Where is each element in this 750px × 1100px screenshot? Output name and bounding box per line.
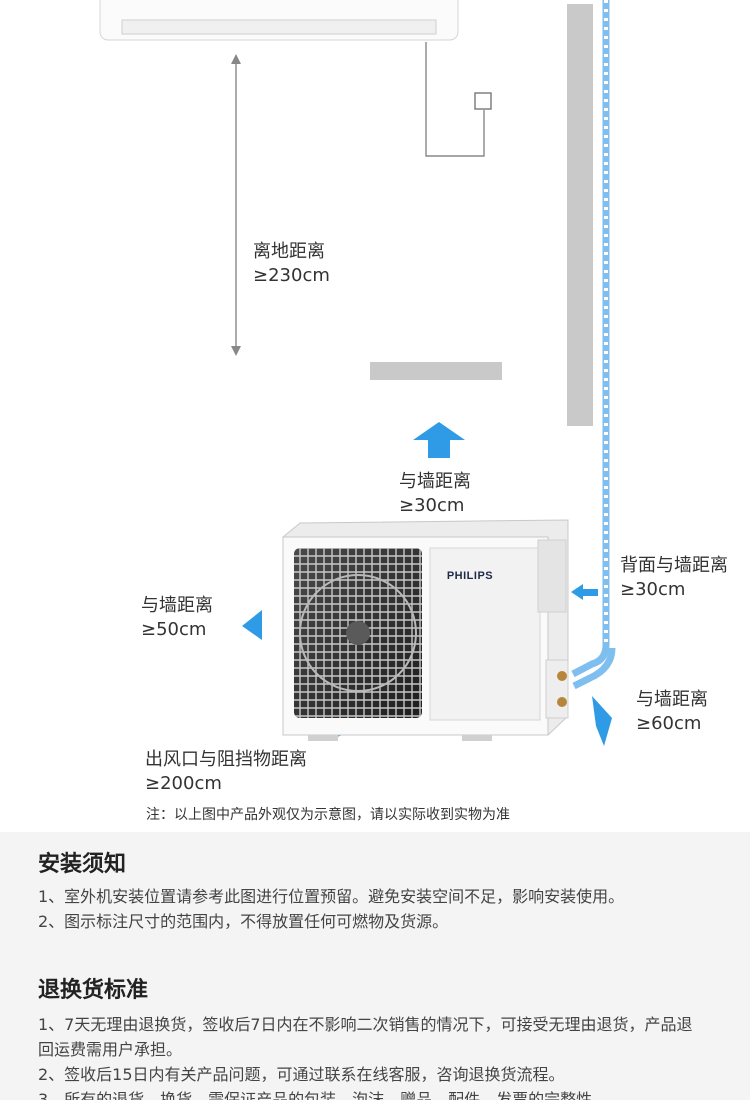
right-wall-label: 与墙距离 ≥60cm	[636, 688, 708, 736]
info-section: 安装须知 1、室外机安装位置请参考此图进行位置预留。避免安装空间不足，影响安装使…	[0, 832, 750, 1100]
outlet-distance-label: 出风口与阻挡物距离 ≥200cm	[145, 748, 307, 796]
returns-title: 退换货标准	[38, 978, 149, 1003]
list-item: 3、所有的退货、换货，需保证产品的包装、泡沫、赠品、配件、发票的完整性。	[38, 1090, 609, 1100]
install-list: 1、室外机安装位置请参考此图进行位置预留。避免安装空间不足，影响安装使用。 2、…	[38, 884, 698, 934]
ground-distance-label: 离地距离 ≥230cm	[253, 240, 330, 288]
ground-distance-title: 离地距离	[253, 241, 325, 262]
left-wall-label: 与墙距离 ≥50cm	[141, 594, 213, 642]
right-wall-title: 与墙距离	[636, 689, 708, 710]
wiring	[425, 42, 492, 157]
right-wall-value: ≥60cm	[636, 713, 702, 734]
outlet-distance-title: 出风口与阻挡物距离	[145, 749, 307, 770]
back-wall-label: 背面与墙距离 ≥30cm	[620, 554, 728, 602]
service-panel	[537, 539, 567, 613]
list-item: 1、室外机安装位置请参考此图进行位置预留。避免安装空间不足，影响安装使用。	[38, 887, 625, 906]
installation-diagram: PHILIPS 离地距离 ≥230cm 与墙距离 ≥30cm 背面与墙距离 ≥3…	[99, 0, 728, 823]
outlet-distance-value: ≥200cm	[145, 773, 222, 794]
left-wall-value: ≥50cm	[141, 619, 207, 640]
top-wall-value: ≥30cm	[399, 495, 465, 516]
top-obstacle-bar	[370, 362, 502, 380]
list-item: 2、图示标注尺寸的范围内，不得放置任何可燃物及货源。	[38, 912, 449, 931]
install-title: 安装须知	[38, 852, 127, 877]
valve-icon	[545, 659, 569, 719]
arrow-back-icon	[571, 584, 598, 600]
wall	[567, 4, 593, 426]
brand-logo: PHILIPS	[447, 570, 493, 582]
returns-list: 1、7天无理由退换货，签收后7日内在不影响二次销售的情况下，可接受无理由退货，产…	[38, 1012, 698, 1100]
left-wall-title: 与墙距离	[141, 595, 213, 616]
list-item: 2、签收后15日内有关产品问题，可通过联系在线客服，咨询退换货流程。	[38, 1065, 565, 1084]
back-wall-title: 背面与墙距离	[620, 555, 728, 576]
top-wall-title: 与墙距离	[399, 471, 471, 492]
drain-pipe	[571, 0, 616, 690]
arrow-left-icon	[242, 610, 262, 640]
back-wall-value: ≥30cm	[620, 579, 686, 600]
ground-distance-arrow	[231, 54, 241, 356]
outdoor-unit	[282, 519, 569, 741]
arrow-up-icon	[413, 422, 465, 458]
ground-distance-value: ≥230cm	[253, 265, 330, 286]
top-wall-label: 与墙距离 ≥30cm	[399, 470, 471, 518]
diagram-note: 注：以上图中产品外观仅为示意图，请以实际收到实物为准	[146, 807, 510, 823]
arrow-right-down-icon	[592, 696, 612, 746]
list-item: 1、7天无理由退换货，签收后7日内在不影响二次销售的情况下，可接受无理由退货，产…	[38, 1015, 693, 1059]
diagram-graphics: PHILIPS	[99, 0, 616, 746]
indoor-unit	[99, 0, 459, 41]
